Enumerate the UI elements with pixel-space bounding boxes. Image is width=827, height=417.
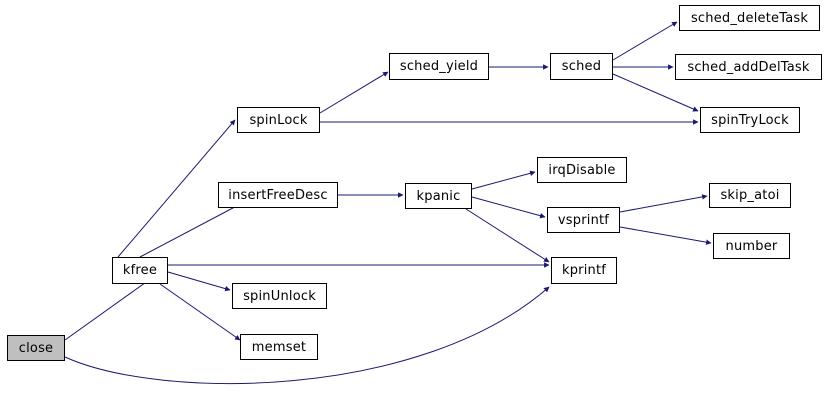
call-edge-kfree-to-insertFreeDesc bbox=[139, 199, 249, 258]
node-label: spinUnlock bbox=[243, 288, 316, 304]
call-edge-vsprintf-to-number bbox=[619, 226, 712, 245]
call-edge-sched-to-spinTryLock bbox=[612, 73, 699, 112]
node-spinLock[interactable]: spinLock bbox=[237, 107, 320, 133]
node-label: sched_yield bbox=[399, 59, 479, 74]
node-insertFreeDesc[interactable]: insertFreeDesc bbox=[218, 182, 338, 208]
node-label: number bbox=[725, 238, 778, 254]
node-vsprintf[interactable]: vsprintf bbox=[547, 207, 620, 233]
node-label: sched_deleteTask bbox=[690, 10, 809, 26]
node-label: irqDisable bbox=[548, 162, 616, 178]
node-label: vsprintf bbox=[557, 212, 610, 228]
call-edge-kfree-to-spinLock bbox=[117, 119, 236, 258]
node-label: sched_addDelTask bbox=[687, 59, 810, 75]
node-skip_atoi[interactable]: skip_atoi bbox=[709, 183, 791, 208]
node-label: insertFreeDesc bbox=[228, 187, 328, 203]
node-kprintf[interactable]: kprintf bbox=[551, 257, 617, 284]
call-edge-kpanic-to-irqDisable bbox=[471, 170, 536, 190]
node-label: memset bbox=[251, 339, 307, 355]
node-memset[interactable]: memset bbox=[240, 334, 318, 360]
call-edge-kfree-to-memset bbox=[159, 283, 241, 341]
node-sched[interactable]: sched bbox=[550, 53, 613, 80]
call-edge-vsprintf-to-skip_atoi bbox=[619, 194, 708, 213]
node-label: skip_atoi bbox=[720, 188, 780, 203]
node-sched_deleteTask[interactable]: sched_deleteTask bbox=[679, 5, 820, 31]
node-sched_addDelTask[interactable]: sched_addDelTask bbox=[675, 54, 822, 80]
node-label: spinTryLock bbox=[711, 112, 789, 128]
node-irqDisable[interactable]: irqDisable bbox=[537, 157, 627, 183]
node-label: kprintf bbox=[561, 263, 607, 278]
call-edge-spinLock-to-sched_yield bbox=[319, 71, 389, 114]
call-graph-edges bbox=[64, 21, 712, 385]
node-label: close bbox=[18, 340, 54, 356]
node-sched_yield[interactable]: sched_yield bbox=[389, 53, 489, 80]
node-spinTryLock[interactable]: spinTryLock bbox=[700, 107, 800, 133]
node-label: kfree bbox=[122, 263, 158, 278]
node-kfree[interactable]: kfree bbox=[112, 257, 168, 284]
node-label: kpanic bbox=[416, 188, 461, 204]
node-kpanic[interactable]: kpanic bbox=[405, 183, 472, 209]
call-edge-sched-to-sched_deleteTask bbox=[612, 21, 678, 61]
node-close[interactable]: close bbox=[7, 335, 65, 361]
call-edge-kpanic-to-vsprintf bbox=[471, 196, 546, 219]
node-spinUnlock[interactable]: spinUnlock bbox=[232, 283, 327, 309]
node-label: spinLock bbox=[249, 112, 308, 128]
call-edge-kfree-to-spinUnlock bbox=[167, 271, 231, 292]
node-number[interactable]: number bbox=[713, 233, 790, 259]
call-edge-kpanic-to-kprintf bbox=[465, 208, 550, 263]
call-edge-close-to-kprintf bbox=[64, 286, 550, 385]
node-label: sched bbox=[561, 59, 602, 74]
